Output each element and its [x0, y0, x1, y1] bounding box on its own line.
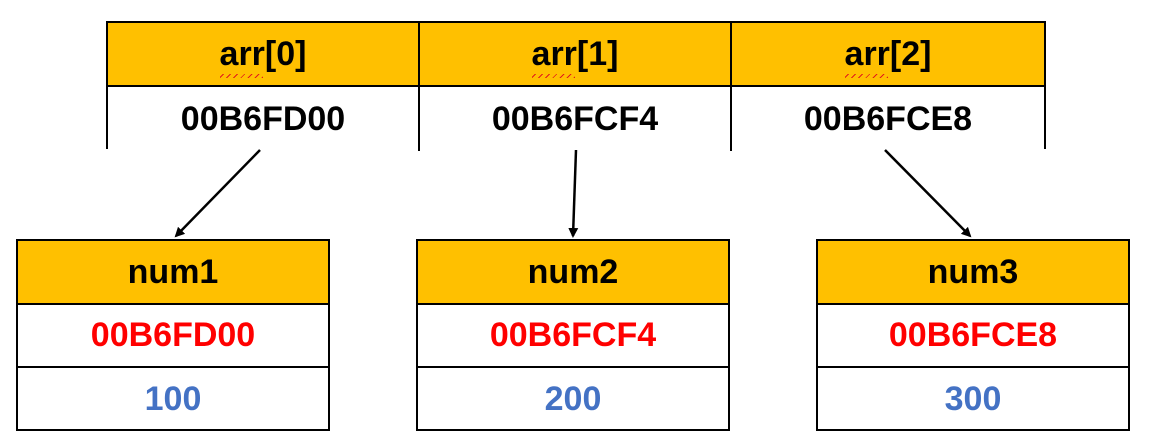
variable-value: 200 — [544, 380, 602, 418]
variable-value: 100 — [144, 380, 202, 418]
variable-value: 300 — [944, 380, 1002, 418]
variable-name: num1 — [18, 241, 328, 305]
variable-box-num1: num1 00B6FD00 100 — [16, 239, 330, 431]
array-value-cell-2: 00B6FCE8 — [732, 87, 1044, 151]
array-header-cell-1: arr[1] — [420, 23, 732, 87]
pointer-array-table: arr[0] arr[1] arr[2] 00B6FD00 00B6FCF4 0… — [106, 21, 1046, 151]
arrow-arr1-to-num2 — [568, 149, 579, 238]
arrow-arr0-to-num1 — [174, 149, 261, 238]
array-header-cell-0: arr[0] — [108, 23, 420, 87]
spellcheck-underline — [844, 73, 888, 78]
variable-name: num3 — [818, 241, 1128, 305]
array-index-label-2: arr[2] — [844, 35, 931, 78]
array-index-label-1: arr[1] — [531, 35, 618, 78]
variable-name: num2 — [418, 241, 728, 305]
variable-address: 00B6FCF4 — [418, 305, 728, 368]
variable-address: 00B6FD00 — [18, 305, 328, 368]
variable-address: 00B6FCE8 — [818, 305, 1128, 368]
spellcheck-underline — [219, 73, 263, 78]
variable-box-num2: num2 00B6FCF4 200 — [416, 239, 730, 431]
array-value-cell-0: 00B6FD00 — [108, 87, 420, 151]
spellcheck-underline — [531, 73, 575, 78]
array-value-cell-1: 00B6FCF4 — [420, 87, 732, 151]
array-index-label-0: arr[0] — [219, 35, 306, 78]
arrow-arr2-to-num3 — [884, 149, 972, 238]
array-header-cell-2: arr[2] — [732, 23, 1044, 87]
variable-box-num3: num3 00B6FCE8 300 — [816, 239, 1130, 431]
